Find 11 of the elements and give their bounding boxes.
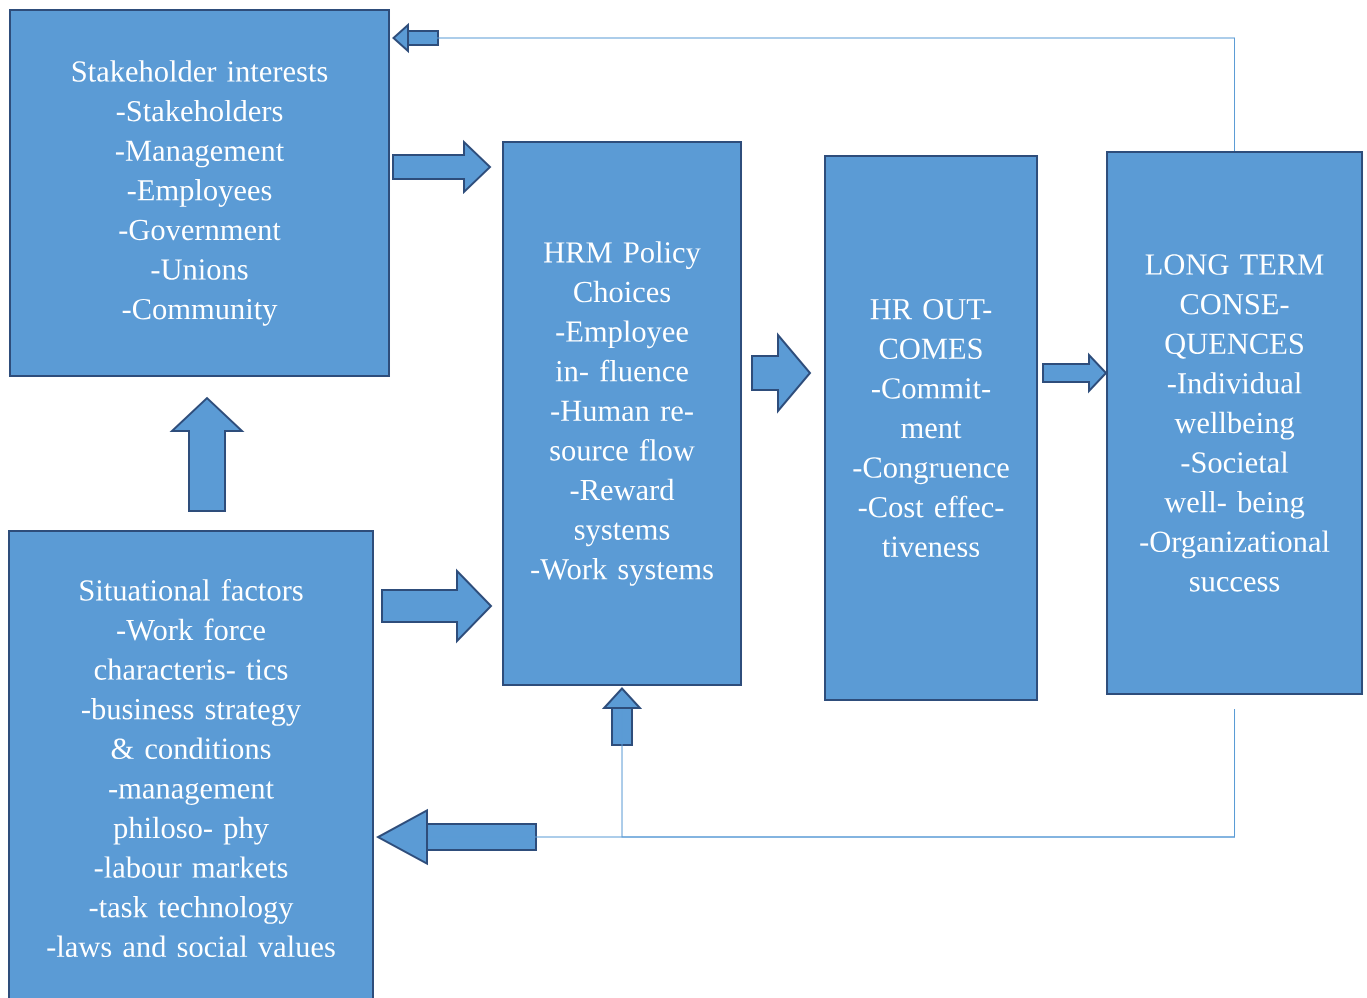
process-box: LONG TERM CONSE- QUENCES -Individual wellbeing -Societal well- being -Organizational success xyxy=(1106,151,1363,695)
block-arrow xyxy=(1042,352,1108,394)
block-arrow xyxy=(392,139,492,195)
process-box: HR OUT- COMES -Commit- ment -Congruence -Cost effec- tiveness xyxy=(824,155,1038,701)
feedback-arrow xyxy=(601,687,1235,838)
process-box: Situational factors -Work force characteris- tics -business strategy & conditions -management philoso- phy -labour markets -task technology -laws and social values xyxy=(8,530,374,998)
block-arrow xyxy=(751,332,812,414)
block-arrow xyxy=(169,396,245,512)
block-arrow xyxy=(381,568,493,644)
process-box: Stakeholder interests -Stakeholders -Management -Employees -Government -Unions -Community xyxy=(9,9,390,377)
process-box: HRM Policy Choices -Employee in- fluence -Human re- source flow -Reward systems -Work systems xyxy=(502,141,742,686)
